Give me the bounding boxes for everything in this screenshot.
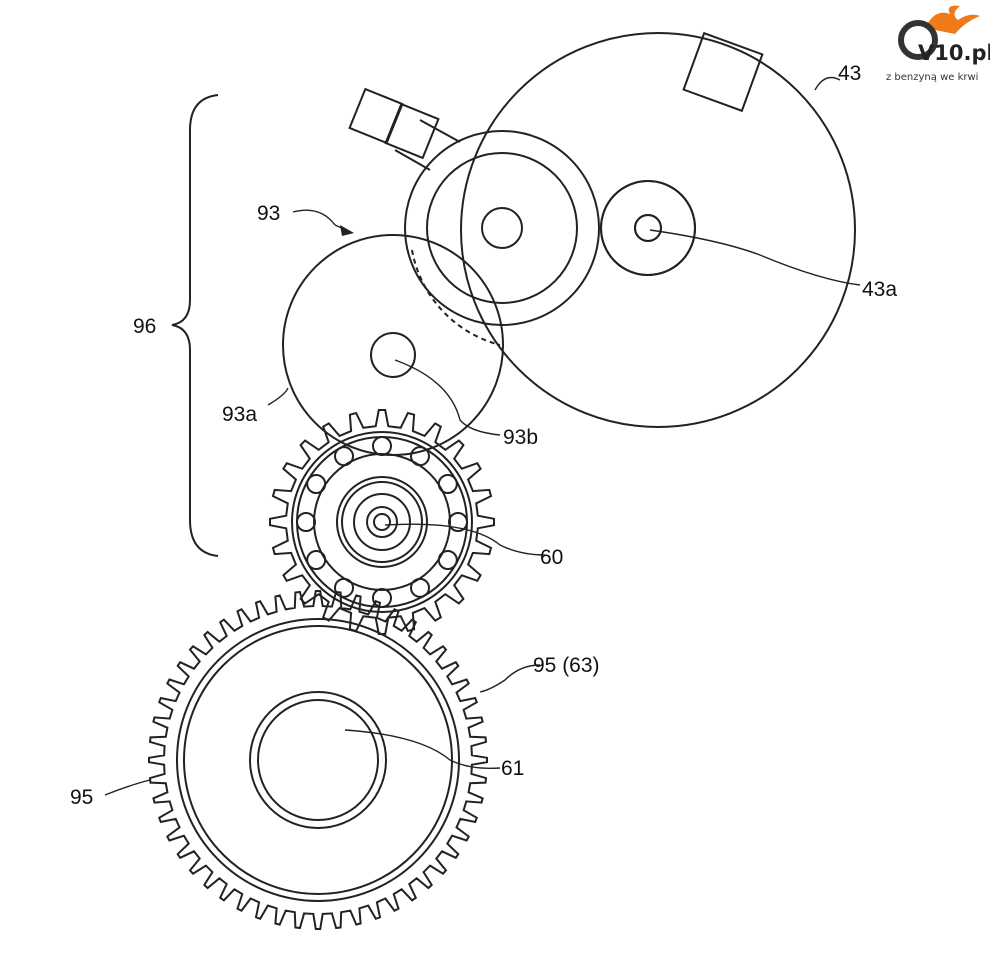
- component-43: [460, 31, 856, 428]
- arm-blocks: [348, 87, 461, 171]
- gear-60-roller: [306, 474, 327, 494]
- gear-60-ring: [366, 506, 398, 538]
- gear-60-ring: [373, 513, 391, 531]
- label-93b: 93b: [503, 426, 538, 449]
- leader-lines: [104, 76, 861, 796]
- label-96: 96: [133, 315, 156, 338]
- gear-60-ring: [341, 481, 423, 563]
- svg-text:z benzyną we krwi: z benzyną we krwi: [886, 72, 978, 83]
- shaft-61-outer: [249, 691, 387, 829]
- gear-60-ring: [296, 436, 468, 608]
- gear-60-roller: [448, 512, 468, 532]
- gear-60-roller: [334, 577, 354, 598]
- gear-60-teeth: [269, 409, 495, 635]
- arrow-93: [340, 225, 354, 236]
- hidden-outline: [411, 249, 501, 346]
- v10-logo: V10.pl z benzyną we krwi: [886, 5, 990, 83]
- gear-95-teeth: [148, 590, 488, 930]
- label-95: 95: [70, 786, 93, 809]
- label-61: 61: [501, 757, 524, 780]
- gear-95-ring: [183, 625, 453, 895]
- tire-icon: [898, 20, 938, 60]
- brace-96: [171, 94, 219, 557]
- block-43: [682, 31, 764, 113]
- gear-60-roller: [437, 474, 458, 494]
- gear-60-ring: [353, 493, 411, 551]
- gear-60-roller: [306, 550, 327, 570]
- arm: [394, 119, 461, 171]
- gear-95-ring: [176, 618, 460, 902]
- gear-95: [148, 590, 488, 930]
- gear-60-roller: [372, 588, 392, 608]
- svg-text:V10.pl: V10.pl: [918, 41, 990, 65]
- label-93a: 93a: [222, 403, 257, 426]
- label-43: 43: [838, 62, 861, 85]
- gear-60-roller: [334, 446, 354, 467]
- shaft-61: [257, 699, 379, 821]
- gear-60-ring: [291, 431, 473, 613]
- shaft-93b: [370, 332, 416, 378]
- gear-60-roller: [410, 446, 430, 467]
- gear-93a: [282, 234, 504, 456]
- gear-60-roller: [410, 577, 430, 598]
- gear-60-ring: [313, 453, 451, 591]
- gear-60-roller: [437, 550, 458, 570]
- label-95-63: 95 (63): [533, 654, 600, 677]
- label-60: 60: [540, 546, 563, 569]
- upper-gear: [404, 130, 696, 326]
- disc-43: [460, 32, 856, 428]
- gear-60-ring: [336, 476, 428, 568]
- gear-60-roller: [372, 436, 392, 456]
- flame-icon: [925, 5, 980, 34]
- label-93: 93: [257, 202, 280, 225]
- label-43a: 43a: [862, 278, 897, 301]
- gear-60: [269, 409, 495, 635]
- gear-60-roller: [296, 512, 316, 532]
